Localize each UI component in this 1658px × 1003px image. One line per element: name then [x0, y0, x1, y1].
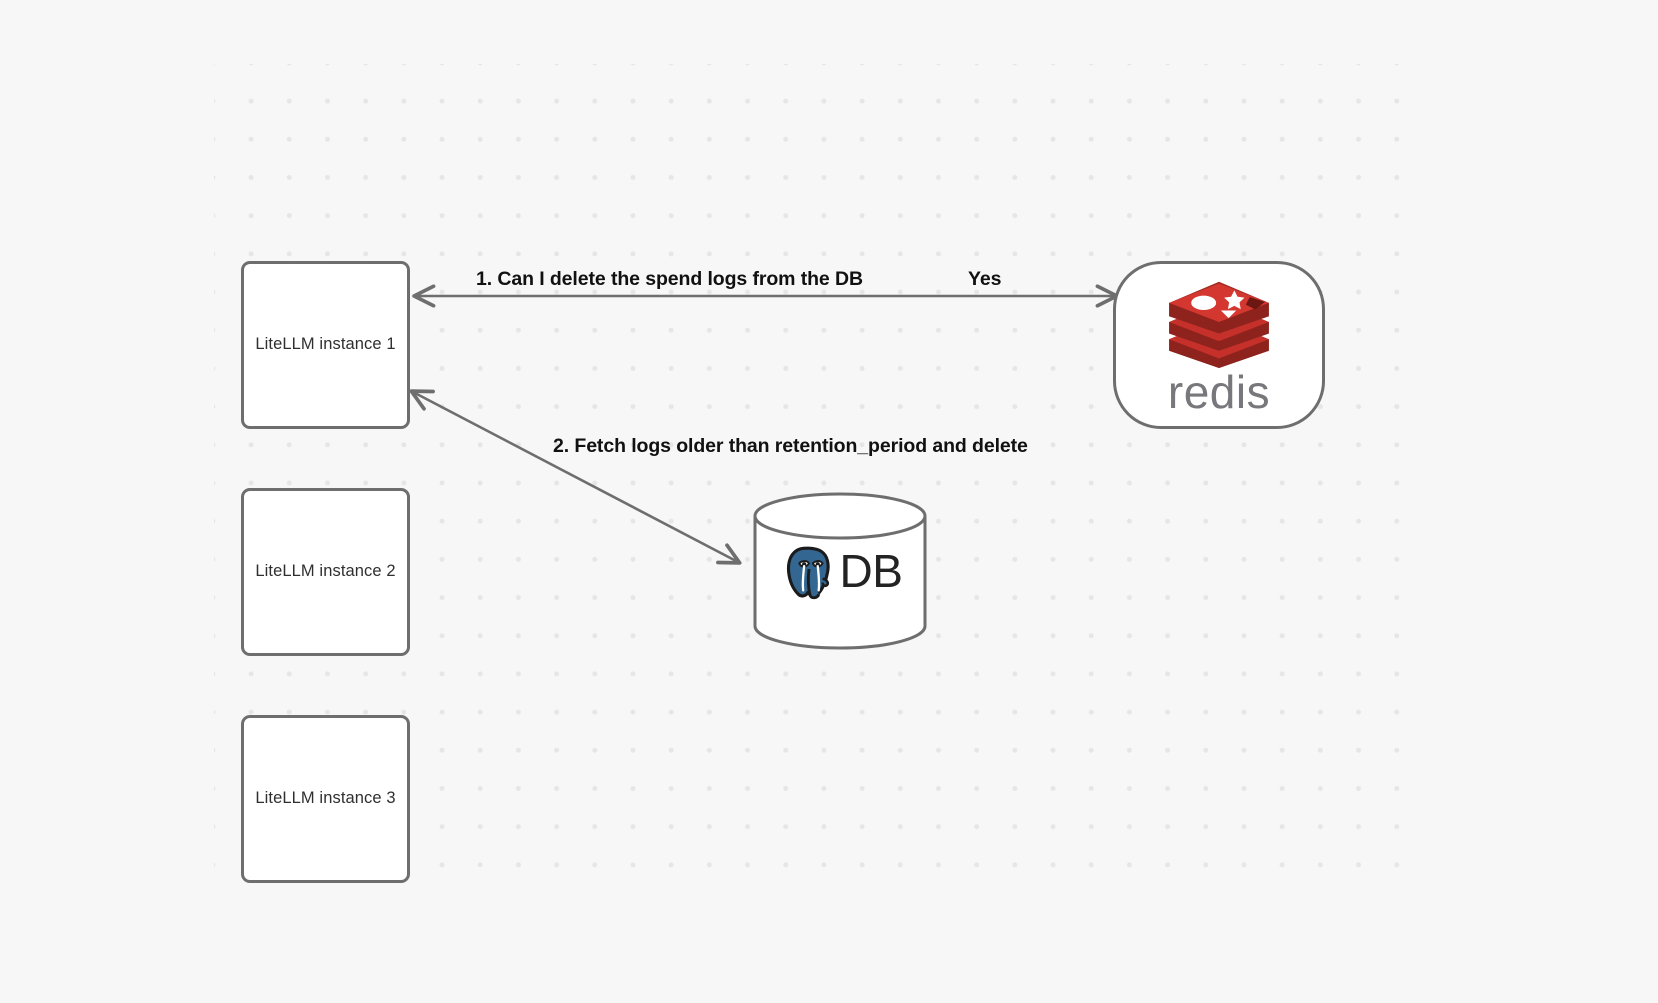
node-database[interactable]: DB: [752, 492, 928, 650]
node-litellm-instance-3[interactable]: LiteLLM instance 3: [241, 715, 410, 883]
redis-wordmark: redis: [1167, 365, 1271, 418]
redis-logo-icon: [1165, 276, 1273, 373]
node-redis[interactable]: redis: [1113, 261, 1325, 429]
node-litellm-instance-2[interactable]: LiteLLM instance 2: [241, 488, 410, 656]
edge-2-path: [409, 389, 742, 565]
node-litellm-instance-1-label: LiteLLM instance 1: [255, 335, 396, 354]
edge-2-label: 2. Fetch logs older than retention_perio…: [553, 435, 1028, 457]
node-litellm-instance-3-label: LiteLLM instance 3: [255, 789, 396, 808]
edge-1-reply-label: Yes: [968, 268, 1002, 290]
node-litellm-instance-2-label: LiteLLM instance 2: [255, 562, 396, 581]
edge-1-label: 1. Can I delete the spend logs from the …: [476, 268, 863, 290]
database-cylinder-icon: [753, 492, 927, 650]
node-litellm-instance-1[interactable]: LiteLLM instance 1: [241, 261, 410, 429]
